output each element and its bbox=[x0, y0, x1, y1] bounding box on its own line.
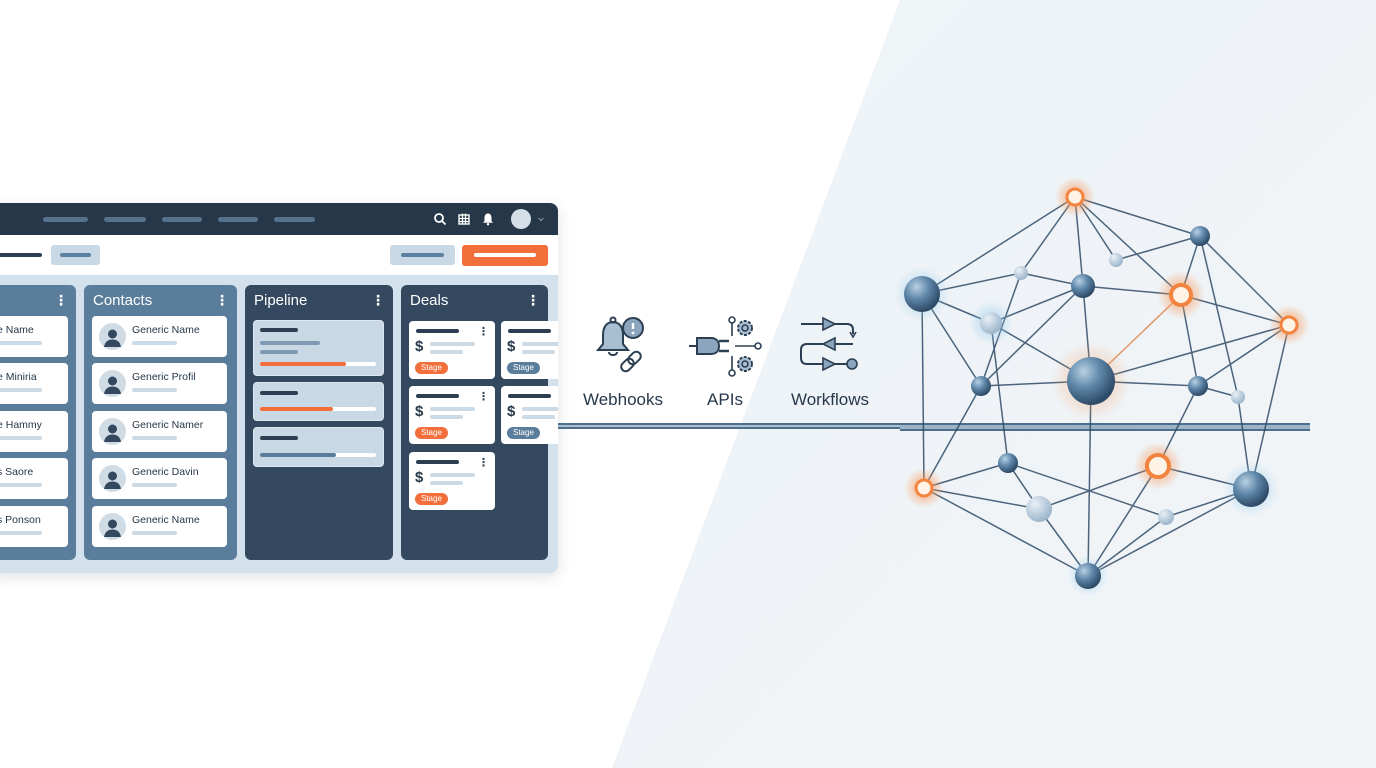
contact-card[interactable]: Generic Name bbox=[92, 506, 227, 547]
feature-label: APIs bbox=[707, 390, 743, 409]
deal-card[interactable]: ⋮ $ Stage bbox=[409, 452, 495, 510]
network-node bbox=[1071, 274, 1095, 298]
column-menu-icon[interactable]: ⋮ bbox=[371, 292, 385, 308]
stage-badge: Stage bbox=[507, 427, 540, 439]
card-menu-icon[interactable]: ⋮ bbox=[478, 457, 489, 469]
feature-workflows: Workflows bbox=[783, 316, 877, 410]
column-title: Deals bbox=[410, 292, 449, 309]
network-node bbox=[1014, 266, 1028, 280]
nav-item-1[interactable] bbox=[43, 217, 88, 222]
deal-card[interactable]: $ Stage bbox=[501, 321, 558, 379]
feature-apis: APIs bbox=[683, 316, 767, 410]
column-menu-icon[interactable]: ⋮ bbox=[526, 292, 540, 308]
column-title: Contacts bbox=[93, 292, 153, 309]
dollar-icon: $ bbox=[415, 469, 424, 486]
secondary-button[interactable] bbox=[390, 245, 455, 265]
contact-card[interactable]: s Ponson bbox=[0, 506, 68, 547]
toolbar bbox=[0, 235, 558, 275]
network-node bbox=[980, 312, 1002, 334]
primary-action-button[interactable] bbox=[462, 245, 548, 266]
column-leads: ⋮ e Name e Miniria e Hammy s Saore s Pon… bbox=[0, 285, 76, 560]
contact-card[interactable]: e Hammy bbox=[0, 411, 68, 452]
stage-badge: Stage bbox=[415, 427, 448, 439]
deal-card[interactable]: ⋮ $ Stage bbox=[409, 321, 495, 379]
top-nav-bar bbox=[0, 203, 558, 235]
kanban-board: ⋮ e Name e Miniria e Hammy s Saore s Pon… bbox=[0, 275, 558, 573]
network-node bbox=[1075, 563, 1101, 589]
stage-badge: Stage bbox=[415, 362, 448, 374]
nav-item-3[interactable] bbox=[162, 217, 202, 222]
nav-item-5[interactable] bbox=[274, 217, 315, 222]
feature-label: Workflows bbox=[790, 390, 870, 409]
dollar-icon: $ bbox=[415, 338, 424, 355]
network-node bbox=[1188, 376, 1208, 396]
dollar-icon: $ bbox=[507, 338, 516, 355]
chevron-down-icon[interactable] bbox=[537, 215, 545, 223]
crm-app-window: ⋮ e Name e Miniria e Hammy s Saore s Pon… bbox=[0, 203, 558, 573]
search-icon[interactable] bbox=[433, 212, 447, 226]
contact-card[interactable]: e Name bbox=[0, 316, 68, 357]
column-menu-icon[interactable]: ⋮ bbox=[215, 292, 229, 308]
network-node bbox=[1231, 390, 1245, 404]
contact-card[interactable]: Generic Namer bbox=[92, 411, 227, 452]
card-menu-icon[interactable]: ⋮ bbox=[478, 326, 489, 338]
bell-link-icon bbox=[595, 316, 644, 373]
progress-bar bbox=[260, 453, 336, 457]
pipeline-card[interactable] bbox=[253, 382, 384, 421]
avatar-icon bbox=[99, 370, 126, 397]
connector-line-right bbox=[900, 423, 1310, 431]
dollar-icon: $ bbox=[507, 403, 516, 420]
deal-card[interactable]: ⋮ $ Stage bbox=[409, 386, 495, 444]
connector-line bbox=[558, 423, 903, 429]
column-pipeline: Pipeline ⋮ bbox=[245, 285, 393, 560]
network-node bbox=[971, 376, 991, 396]
workflow-arrows-icon bbox=[800, 316, 858, 372]
pipeline-card[interactable] bbox=[253, 320, 384, 376]
network-node bbox=[904, 276, 940, 312]
column-contacts: Contacts ⋮ Generic Name Generic Profil G… bbox=[84, 285, 237, 560]
user-avatar[interactable] bbox=[511, 209, 531, 229]
dollar-icon: $ bbox=[415, 403, 424, 420]
filter-button[interactable] bbox=[51, 245, 100, 265]
contact-card[interactable]: Generic Davin bbox=[92, 458, 227, 499]
contact-card[interactable]: s Saore bbox=[0, 458, 68, 499]
nav-item-2[interactable] bbox=[104, 217, 146, 222]
column-title: Pipeline bbox=[254, 292, 308, 309]
progress-bar bbox=[260, 407, 333, 411]
network-node bbox=[1158, 509, 1174, 525]
network-node bbox=[998, 453, 1018, 473]
avatar-icon bbox=[99, 513, 126, 540]
column-menu-icon[interactable]: ⋮ bbox=[54, 292, 68, 308]
pipeline-card[interactable] bbox=[253, 427, 384, 467]
feature-webhooks: Webhooks bbox=[578, 316, 668, 410]
network-node bbox=[1067, 357, 1115, 405]
contact-card[interactable]: e Miniria bbox=[0, 363, 68, 404]
network-graph-illustration bbox=[894, 177, 1309, 596]
network-node bbox=[1109, 253, 1123, 267]
network-node bbox=[1026, 496, 1052, 522]
avatar-icon bbox=[99, 323, 126, 350]
deal-card[interactable]: $ Stage bbox=[501, 386, 558, 444]
bell-icon[interactable] bbox=[481, 212, 495, 226]
contact-card[interactable]: Generic Profil bbox=[92, 363, 227, 404]
feature-label: Webhooks bbox=[582, 390, 663, 409]
calendar-icon[interactable] bbox=[457, 212, 471, 226]
contact-card[interactable]: Generic Name bbox=[92, 316, 227, 357]
page-title-placeholder bbox=[0, 253, 42, 257]
avatar-icon bbox=[99, 465, 126, 492]
nav-item-4[interactable] bbox=[218, 217, 258, 222]
stage-badge: Stage bbox=[415, 493, 448, 505]
card-menu-icon[interactable]: ⋮ bbox=[478, 391, 489, 403]
network-node bbox=[1233, 471, 1269, 507]
avatar-icon bbox=[99, 418, 126, 445]
network-node bbox=[1190, 226, 1210, 246]
stage-badge: Stage bbox=[507, 362, 540, 374]
plug-gear-icon bbox=[689, 316, 762, 377]
progress-bar bbox=[260, 362, 346, 366]
column-deals: Deals ⋮ ⋮ $ Stage $ Stage ⋮ $ Stage bbox=[401, 285, 558, 560]
